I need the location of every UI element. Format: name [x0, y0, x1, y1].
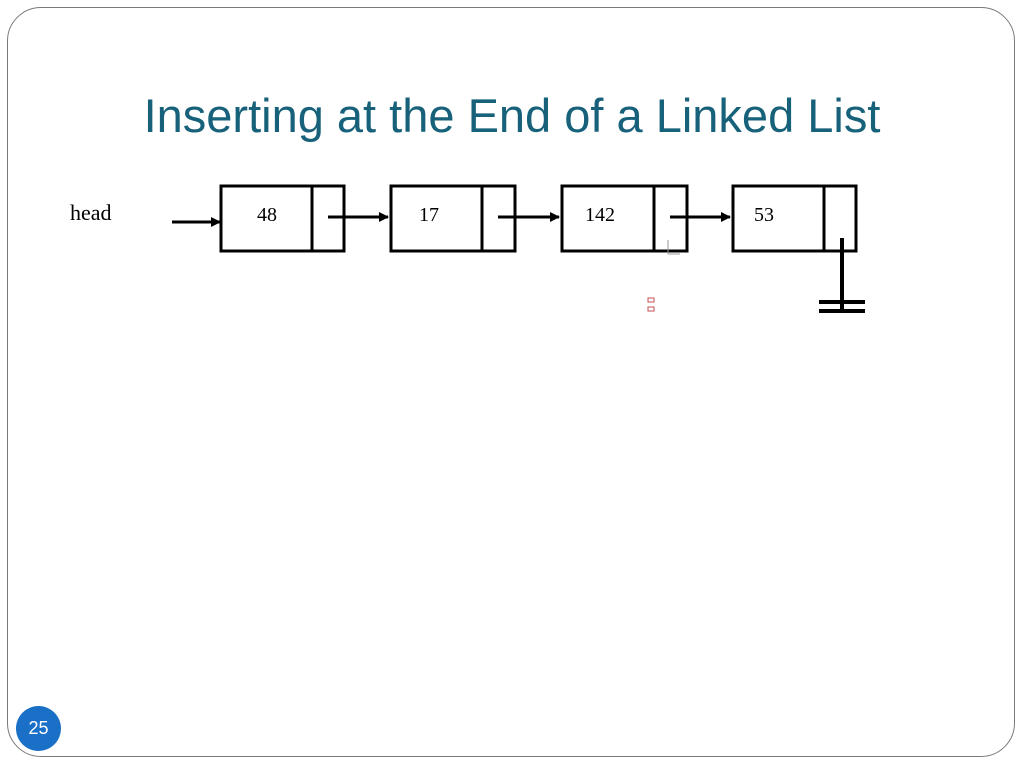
node-value: 48: [257, 204, 277, 226]
head-label: head: [70, 200, 112, 225]
page-number-badge: 25: [16, 706, 61, 751]
slide-frame: [7, 7, 1015, 757]
list-node: 17: [389, 184, 517, 253]
node-value: 53: [754, 204, 774, 226]
slide-title: Inserting at the End of a Linked List: [143, 89, 881, 142]
null-pointer-symbol: [819, 238, 865, 313]
node-box: [389, 184, 517, 253]
list-node: 53: [731, 184, 858, 253]
artifact-mark: [647, 297, 655, 303]
node-box: [219, 184, 346, 253]
node-value: 17: [419, 204, 439, 226]
node-value: 142: [585, 204, 615, 226]
node-box: [731, 184, 858, 253]
artifact-mark: [647, 306, 655, 312]
list-node: 48: [219, 184, 346, 253]
